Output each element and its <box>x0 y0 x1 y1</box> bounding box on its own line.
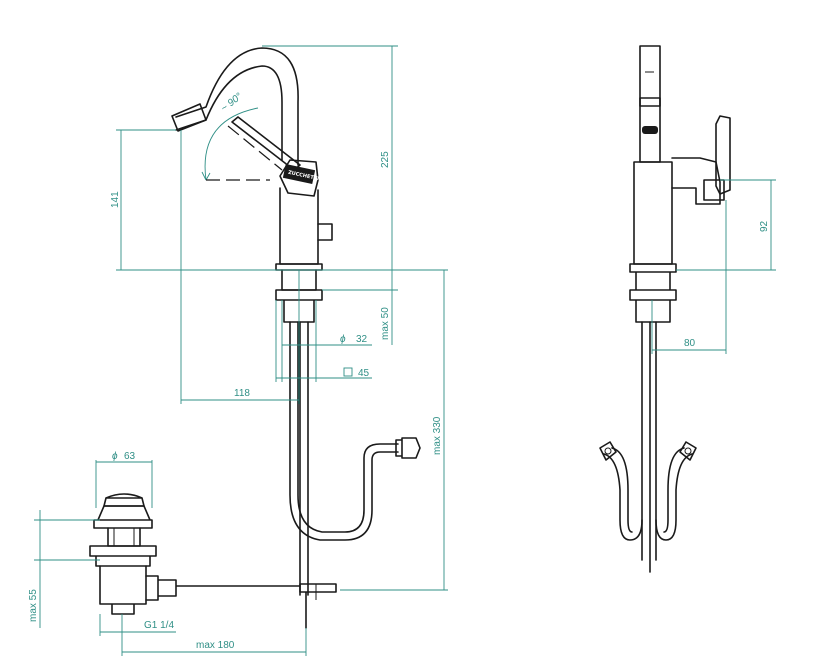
side-hose-loop-left <box>603 447 643 541</box>
popup-rod <box>317 223 333 241</box>
side-connector-right <box>679 441 697 461</box>
dim-g114-label: G1 1/4 <box>144 620 174 631</box>
side-lever <box>715 115 731 195</box>
side-hoses <box>641 321 657 573</box>
waste-nut <box>89 545 157 567</box>
dim-max330-label: max 330 <box>432 416 443 455</box>
side-spout <box>639 45 661 163</box>
hose-main <box>289 321 399 541</box>
dim-45-label: 45 <box>358 368 370 379</box>
handle-hidden-line <box>227 125 283 171</box>
waste-fitting <box>89 493 301 615</box>
mixer-body <box>279 187 319 265</box>
dim-max180-label: max 180 <box>196 640 235 651</box>
side-connector-left <box>599 441 617 461</box>
mixer-base <box>275 263 323 271</box>
dim-118-label: 118 <box>234 388 250 399</box>
dim-92-label: 92 <box>759 220 770 232</box>
dimension-lines: 225 141 max 50 max 330 ϕ 32 45 118 <box>28 45 776 656</box>
popup-linkage <box>299 583 337 629</box>
dim-max55-label: max 55 <box>28 589 39 622</box>
waste-linkage <box>145 575 301 601</box>
dim-225-label: 225 <box>380 151 391 168</box>
dim-max50-label: max 50 <box>380 307 391 340</box>
waste-body-top <box>93 505 153 529</box>
supply-hose <box>299 321 309 596</box>
dim-141-label: 141 <box>110 191 121 208</box>
rotation-arrow <box>201 171 211 181</box>
side-connector-left-hole <box>604 447 612 455</box>
brand-plate <box>282 164 316 184</box>
cartridge-block <box>279 159 319 197</box>
dim-80-label: 80 <box>684 338 696 349</box>
waste-detail <box>113 528 135 546</box>
side-aerator <box>639 97 661 107</box>
side-view <box>599 45 731 573</box>
spout-nozzle <box>171 103 207 132</box>
side-handle <box>671 157 721 205</box>
side-lever-tip <box>703 179 725 201</box>
hose-main-inner <box>297 321 399 533</box>
dim-32-label: 32 <box>356 334 368 345</box>
handle-lever <box>231 116 301 171</box>
side-connector-right-hole <box>684 447 692 455</box>
hose-connector <box>395 437 421 459</box>
dim-45-symbol <box>343 367 353 377</box>
waste-plug <box>103 493 145 507</box>
waste-body <box>107 527 141 547</box>
rotation-arc <box>204 107 259 181</box>
side-outlet <box>642 126 658 134</box>
rotation-label: ~ 90° <box>219 91 244 114</box>
side-base <box>629 263 677 323</box>
side-hose-loop-right <box>655 447 693 541</box>
spout <box>175 47 299 166</box>
dim-32-symbol: ϕ <box>340 334 346 345</box>
dim-63-label: 63 <box>124 451 136 462</box>
side-body <box>633 161 673 265</box>
dim-63-symbol: ϕ <box>112 451 118 462</box>
waste-tail <box>99 565 147 615</box>
